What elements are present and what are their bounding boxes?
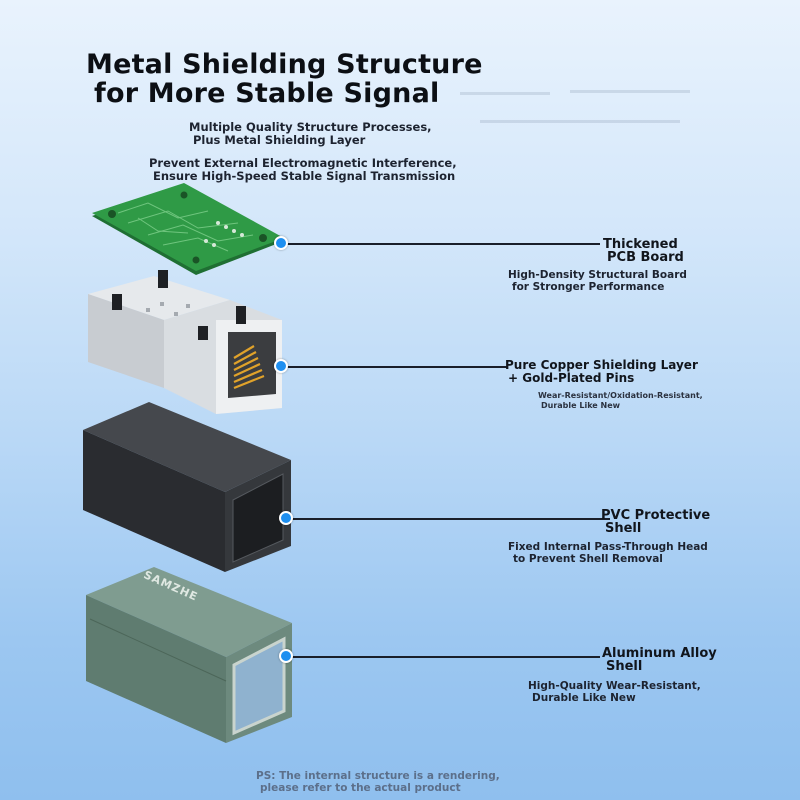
subtitle-2: Prevent External Electromagnetic Interfe… bbox=[149, 157, 457, 183]
leader-line-copper bbox=[283, 366, 508, 368]
aluminum-shell-illustration bbox=[86, 567, 292, 743]
label-copper-title-line-2: + Gold-Plated Pins bbox=[508, 371, 635, 385]
label-copper-desc: Wear-Resistant/Oxidation-Resistant, Dura… bbox=[538, 391, 703, 411]
subtitle-2-line-1: Prevent External Electromagnetic Interfe… bbox=[149, 156, 457, 170]
label-aluminum-title-line-1: Aluminum Alloy bbox=[602, 646, 717, 661]
label-pcb-title-line-1: Thickened bbox=[603, 237, 678, 252]
subtitle-1-line-1: Multiple Quality Structure Processes, bbox=[189, 120, 432, 134]
label-aluminum-desc-line-2: Durable Like New bbox=[532, 692, 636, 704]
label-pcb-title-line-2: PCB Board bbox=[607, 250, 684, 265]
label-aluminum-desc: High-Quality Wear-Resistant, Durable Lik… bbox=[528, 680, 701, 704]
title-line-2: for More Stable Signal bbox=[94, 78, 440, 109]
pvc-shell-illustration bbox=[83, 402, 291, 572]
label-pcb-desc: High-Density Structural Board for Strong… bbox=[508, 269, 687, 293]
label-aluminum-title-line-2: Shell bbox=[606, 659, 643, 674]
label-pvc-desc-line-2: to Prevent Shell Removal bbox=[513, 553, 663, 565]
leader-line-pcb bbox=[283, 243, 600, 245]
label-pvc-title-line-1: PVC Protective bbox=[601, 508, 711, 523]
subtitle-1-line-2: Plus Metal Shielding Layer bbox=[193, 133, 366, 147]
marker-dot-copper bbox=[274, 359, 288, 373]
subtitle-1: Multiple Quality Structure Processes, Pl… bbox=[189, 121, 432, 147]
pcb-board-illustration bbox=[92, 183, 284, 275]
label-aluminum-desc-line-1: High-Quality Wear-Resistant, bbox=[528, 680, 701, 692]
label-copper-title: Pure Copper Shielding Layer + Gold-Plate… bbox=[505, 359, 698, 385]
leader-line-pvc bbox=[288, 518, 610, 520]
footer-note: PS: The internal structure is a renderin… bbox=[256, 770, 500, 794]
label-copper-desc-line-2: Durable Like New bbox=[541, 401, 621, 410]
label-pcb-desc-line-1: High-Density Structural Board bbox=[508, 269, 687, 281]
footer-note-line-1: PS: The internal structure is a renderin… bbox=[256, 770, 500, 782]
page-title: Metal Shielding Structure for More Stabl… bbox=[86, 50, 483, 108]
marker-dot-pcb bbox=[274, 236, 288, 250]
label-copper-title-line-1: Pure Copper Shielding Layer bbox=[505, 358, 698, 372]
label-pvc-title-line-2: Shell bbox=[605, 521, 642, 536]
label-pvc-desc: Fixed Internal Pass-Through Head to Prev… bbox=[508, 541, 708, 565]
label-pvc-title: PVC Protective Shell bbox=[601, 509, 710, 535]
background-blur-text bbox=[460, 90, 690, 123]
label-aluminum-title: Aluminum Alloy Shell bbox=[602, 647, 717, 673]
label-pvc-desc-line-1: Fixed Internal Pass-Through Head bbox=[508, 541, 708, 553]
leader-line-aluminum bbox=[288, 656, 600, 658]
marker-dot-aluminum bbox=[279, 649, 293, 663]
subtitle-2-line-2: Ensure High-Speed Stable Signal Transmis… bbox=[153, 169, 456, 183]
marker-dot-pvc bbox=[279, 511, 293, 525]
title-line-1: Metal Shielding Structure bbox=[86, 49, 483, 80]
copper-shield-jack-illustration bbox=[88, 270, 282, 414]
label-copper-desc-line-1: Wear-Resistant/Oxidation-Resistant, bbox=[538, 391, 703, 400]
label-pcb-desc-line-2: for Stronger Performance bbox=[512, 281, 665, 293]
footer-note-line-2: please refer to the actual product bbox=[260, 782, 461, 794]
label-pcb-title: Thickened PCB Board bbox=[603, 238, 684, 264]
